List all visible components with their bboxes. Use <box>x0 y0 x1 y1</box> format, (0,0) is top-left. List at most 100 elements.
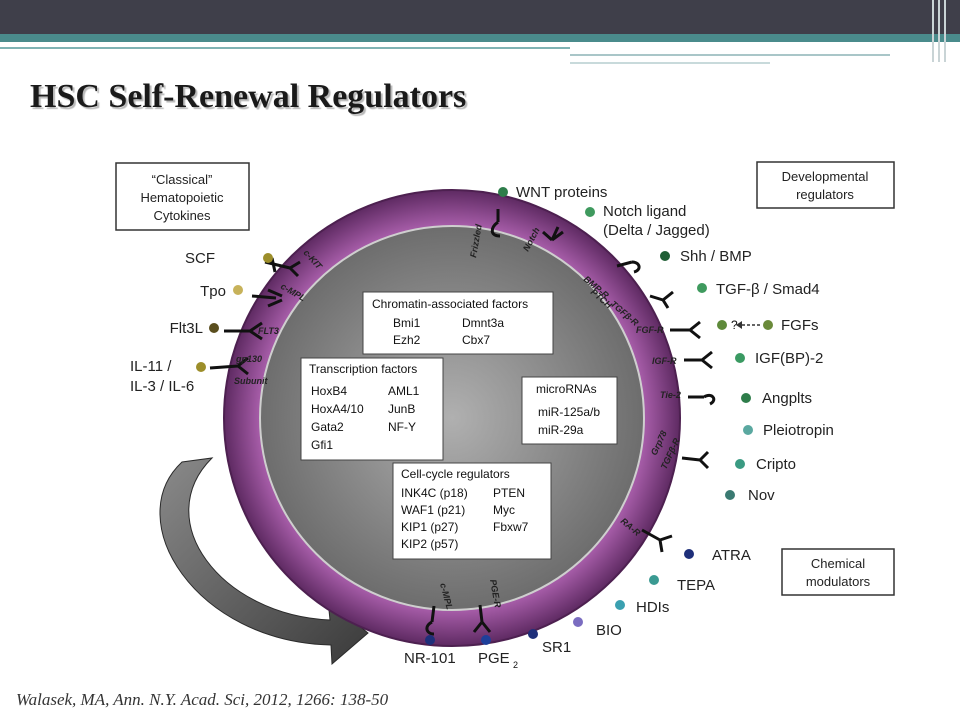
receptor-shape <box>425 605 436 636</box>
self-renewal-arrow <box>159 457 369 666</box>
ligand-label: ATRA <box>712 547 751 564</box>
micrornas-box: microRNAs miR-125a/b miR-29a <box>521 376 618 445</box>
receptor-shapes <box>209 209 716 636</box>
accent-line <box>570 54 890 56</box>
cellcycle-item: INK4C (p18) <box>401 486 468 500</box>
transcription-title: Transcription factors <box>309 362 417 376</box>
receptor-shape <box>224 321 263 341</box>
ligand-label: IL-3 / IL-6 <box>130 378 194 395</box>
classical-line: Hematopoietic <box>140 190 224 205</box>
ligand-label: Notch ligand <box>603 203 686 220</box>
ligand-dot <box>233 285 243 295</box>
cellcycle-item: KIP1 (p27) <box>401 520 458 534</box>
corner-decoration <box>932 0 952 62</box>
ligand-dot <box>741 393 751 403</box>
ligand-label: WNT proteins <box>516 184 607 201</box>
chromatin-box: Chromatin-associated factors Bmi1 Ezh2 D… <box>362 291 554 355</box>
ligand-dot <box>735 353 745 363</box>
ligand-dot <box>717 320 727 330</box>
transcription-item: HoxB4 <box>311 384 347 398</box>
ligand-dot <box>498 187 508 197</box>
receptor-label: FLT3 <box>258 326 279 336</box>
receptor-shape <box>209 356 249 376</box>
ligand-label: Tpo <box>200 283 226 300</box>
microrna-item: miR-29a <box>538 423 584 437</box>
receptor-label: Tie-2 <box>660 390 681 400</box>
ligand-label: PGE <box>478 650 510 667</box>
cellcycle-item: PTEN <box>493 486 525 500</box>
transcription-item: Gfi1 <box>311 438 333 452</box>
cellcycle-item: Fbxw7 <box>493 520 529 534</box>
ligand-label: SR1 <box>542 639 571 656</box>
ligand-dot <box>735 459 745 469</box>
receptor-shape <box>649 290 674 309</box>
citation: Walasek, MA, Ann. N.Y. Acad. Sci, 2012, … <box>16 690 389 709</box>
ligand-label: (Delta / Jagged) <box>603 222 710 239</box>
ligand-label: Shh / BMP <box>680 248 752 265</box>
transcription-item: NF-Y <box>388 420 416 434</box>
ligand-label: BIO <box>596 622 622 639</box>
ligand-dot <box>263 253 273 263</box>
ligand-label: FGFs <box>781 317 819 334</box>
ligand-label: IL-11 / <box>130 358 172 375</box>
ligand-label: TGF-β / Smad4 <box>716 281 820 298</box>
receptor-shape <box>688 393 716 406</box>
ligand-dots <box>196 187 773 645</box>
chromatin-item: Ezh2 <box>393 333 421 347</box>
ligand-label: SCF <box>185 250 215 267</box>
ligand-label: Angplts <box>762 390 812 407</box>
ligand-label: Nov <box>748 487 775 504</box>
chemical-line: Chemical <box>811 556 865 571</box>
ligand-label: HDIs <box>636 599 669 616</box>
ligand-dot <box>743 425 753 435</box>
ligand-dot <box>684 549 694 559</box>
developmental-line: Developmental <box>782 169 869 184</box>
receptor-shape <box>616 260 641 274</box>
receptor-label: Subunit <box>234 376 268 386</box>
accent-line <box>0 47 570 49</box>
ligand-dot <box>528 629 538 639</box>
receptor-shape <box>542 226 564 242</box>
ligand-dot <box>615 600 625 610</box>
microrna-item: miR-125a/b <box>538 405 600 419</box>
ligand-dot <box>697 283 707 293</box>
ligand-label: Flt3L <box>170 320 203 337</box>
ligand-dot <box>649 575 659 585</box>
receptor-shape <box>251 288 283 308</box>
ligand-label: TEPA <box>677 577 715 594</box>
cellcycle-item: Myc <box>493 503 515 517</box>
ligand-label: NR-101 <box>404 650 456 667</box>
receptor-label: gp130 <box>235 354 262 364</box>
cellcycle-item: WAF1 (p21) <box>401 503 465 517</box>
receptor-shape <box>684 350 713 370</box>
transcription-item: JunB <box>388 402 415 416</box>
micrornas-title: microRNAs <box>536 382 597 396</box>
classical-line: Cytokines <box>153 208 211 223</box>
ligand-dot <box>660 251 670 261</box>
ligand-dot <box>481 635 491 645</box>
chemical-line: modulators <box>806 574 871 589</box>
receptor-shape <box>670 320 701 340</box>
ligand-label: IGF(BP)-2 <box>755 350 823 367</box>
transcription-item: AML1 <box>388 384 420 398</box>
receptor-shape <box>681 450 710 470</box>
transcription-item: Gata2 <box>311 420 344 434</box>
ligand-dot <box>209 323 219 333</box>
receptor-label: PGE-R <box>488 579 503 609</box>
ligand-dot <box>196 362 206 372</box>
receptor-shape <box>490 209 501 238</box>
ligand-dot <box>725 490 735 500</box>
fgf-arrow-head <box>736 321 742 329</box>
ligand-dot <box>425 635 435 645</box>
developmental-regulators-box: Developmental regulators <box>756 161 895 209</box>
chromatin-item: Cbx7 <box>462 333 490 347</box>
chromatin-title: Chromatin-associated factors <box>372 297 528 311</box>
chromatin-item: Dmnt3a <box>462 316 504 330</box>
receptor-label: IGF-R <box>652 356 677 366</box>
cellcycle-item: KIP2 (p57) <box>401 537 458 551</box>
ligand-label: Cripto <box>756 456 796 473</box>
classical-line: “Classical” <box>152 172 213 187</box>
fgf-question-mark: ? <box>731 318 738 332</box>
teal-accent-bar <box>0 34 960 42</box>
